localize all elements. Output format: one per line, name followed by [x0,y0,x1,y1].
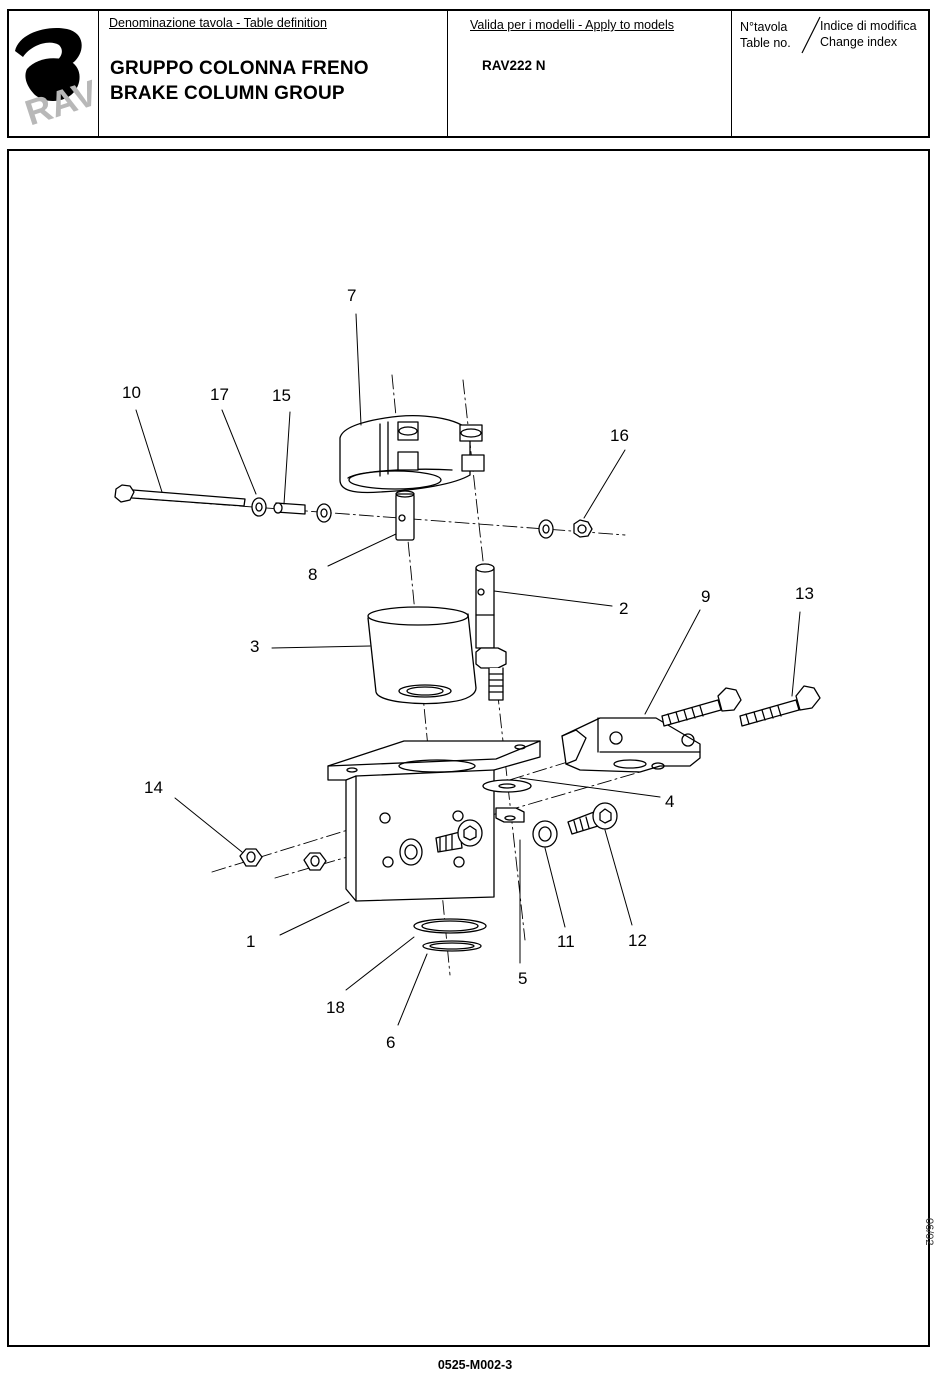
callout-18: 18 [326,998,345,1017]
part-12-screw [568,803,617,834]
part-13-bolt [740,686,820,726]
part-11-washer [533,821,557,847]
callout-3: 3 [250,637,259,656]
callout-10: 10 [122,383,141,402]
callout-16: 16 [610,426,629,445]
callout-11: 11 [557,932,575,951]
part-3-drum [368,607,476,704]
callout-7: 7 [347,286,356,305]
part-5-spacer [496,808,524,822]
callout-6: 6 [386,1033,395,1052]
part-6-circlip [423,941,481,951]
callout-1: 1 [246,932,255,951]
part-4-washer [483,780,531,792]
callout-4: 4 [665,792,674,811]
callout-5: 5 [518,969,527,988]
part-15-bushing [274,503,305,514]
callout-12: 12 [628,931,647,950]
part-9-clamp [562,718,700,772]
callout-15: 15 [272,386,291,405]
part-8-pin [396,491,414,540]
part-18-washer [414,919,486,933]
part-2-stud [476,564,506,700]
callout-2: 2 [619,599,628,618]
part-7-caliper [340,416,484,493]
part-17-washer [252,498,266,516]
callout-14: 14 [144,778,163,797]
part-10-bolt [115,485,245,506]
part-9-bolt [662,688,741,726]
callout-9: 9 [701,587,710,606]
drawing-code: 0525-M002-3 [0,1358,950,1372]
callout-8: 8 [308,565,317,584]
washer-small [317,504,331,522]
part-14-nuts [240,849,326,870]
callout-13: 13 [795,584,814,603]
side-date-code: 06/02 [923,1218,935,1246]
part-16-nut [539,520,592,538]
callout-17: 17 [210,385,229,404]
